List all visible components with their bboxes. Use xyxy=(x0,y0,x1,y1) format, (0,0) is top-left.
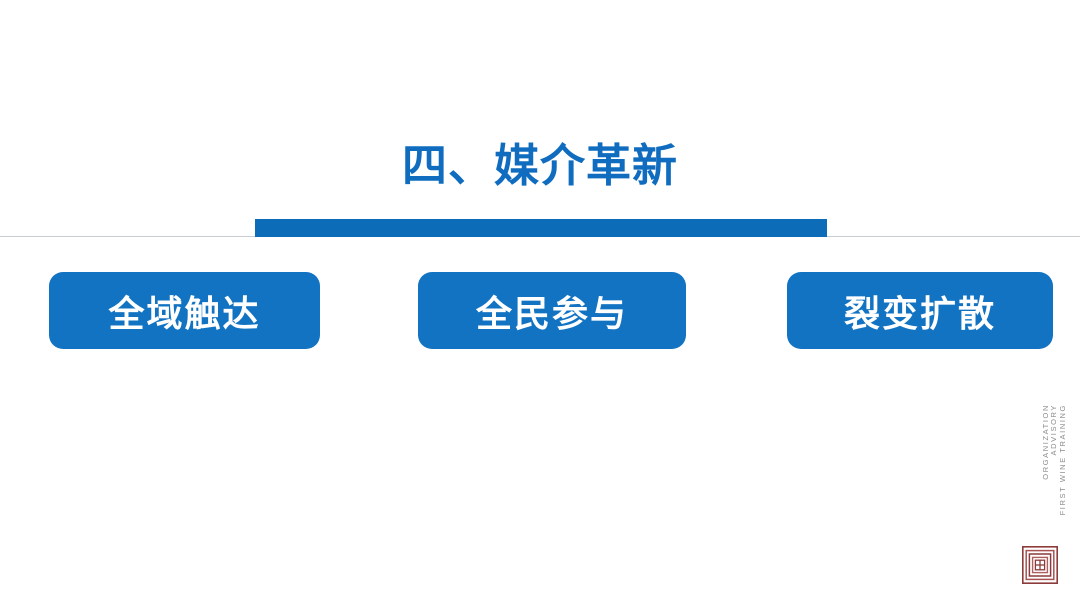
brand-vertical-text: FIRST WINE TRAINING ADVISORY ORGANIZATIO… xyxy=(1040,404,1067,536)
page-title: 四、媒介革新 xyxy=(401,140,678,191)
pill-button-quanyuchuda[interactable]: 全域触达 xyxy=(49,272,320,349)
seal-stamp-icon xyxy=(1022,546,1058,584)
pill-button-quanmincanyu[interactable]: 全民参与 xyxy=(418,272,686,349)
brand-line-1: FIRST WINE TRAINING xyxy=(1057,404,1067,516)
brand-line-3: ORGANIZATION xyxy=(1040,404,1050,480)
pill-button-label: 全域触达 xyxy=(108,292,261,334)
title-accent-bar xyxy=(255,219,827,237)
brand-line-2: ADVISORY xyxy=(1049,404,1058,456)
pill-button-liebiankuosan[interactable]: 裂变扩散 xyxy=(787,272,1053,349)
pill-button-label: 裂变扩散 xyxy=(843,292,996,334)
pill-button-label: 全民参与 xyxy=(475,292,628,334)
